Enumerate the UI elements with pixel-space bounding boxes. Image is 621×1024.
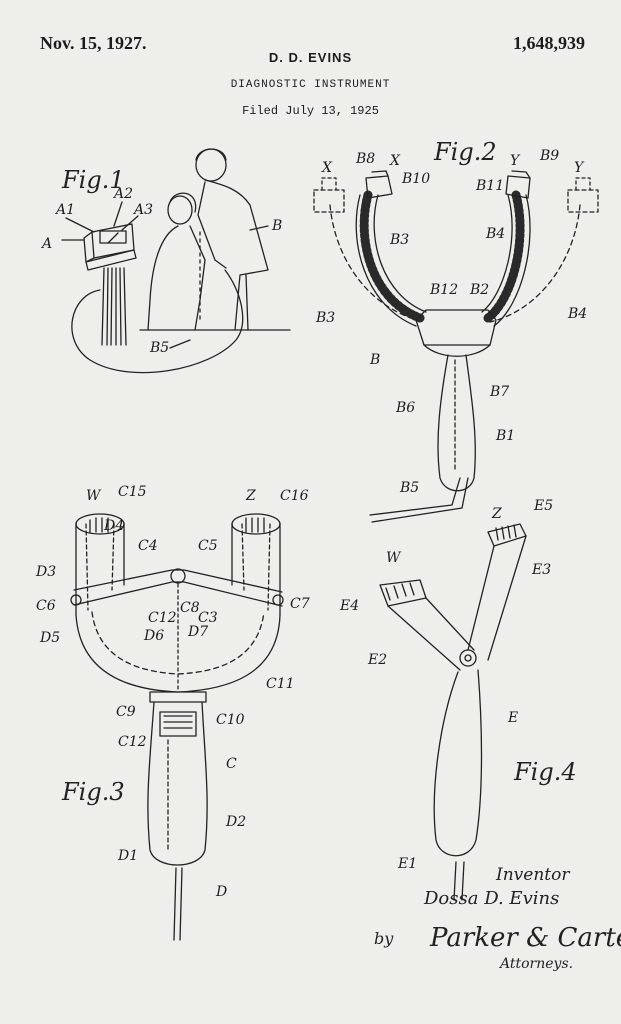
inventor-signature: Dossa D. Evins: [423, 888, 559, 909]
label-B7: B7: [489, 384, 509, 400]
label-B8: B8: [355, 151, 375, 167]
label-D5: D5: [39, 630, 60, 646]
inventor-name: D. D. EVINS: [268, 50, 353, 65]
label-B2: B2: [469, 282, 489, 298]
label-B3-dashed: B3: [315, 310, 335, 326]
label-E2: E2: [367, 652, 387, 668]
attorneys-label: Attorneys.: [498, 956, 573, 972]
label-C6: C6: [36, 598, 56, 614]
label-C11: C11: [266, 676, 295, 692]
label-E3: E3: [531, 562, 551, 578]
figure-4-label: Fig.4: [513, 758, 577, 786]
label-C4: C4: [138, 538, 158, 554]
label-D3: D3: [35, 564, 56, 580]
label-B-fig2: B: [369, 352, 380, 368]
label-B4-coil: B4: [485, 226, 505, 242]
by-label: by: [374, 929, 394, 948]
label-C5: C5: [198, 538, 218, 554]
label-C7: C7: [290, 596, 310, 612]
figure-1-label: Fig.1: [61, 166, 125, 194]
label-B6: B6: [395, 400, 415, 416]
label-Z-fig3: Z: [245, 488, 256, 504]
label-C12-bottom: C12: [118, 734, 147, 750]
label-E4: E4: [339, 598, 359, 614]
label-D1: D1: [117, 848, 138, 864]
label-B: B: [271, 218, 282, 234]
label-W-fig3: W: [86, 488, 102, 504]
patent-number: 1,648,939: [513, 33, 585, 53]
figure-2-drawing: B8 X B10 Y B9 X Y B11 B3 B4 B12 B2 B3 B4…: [313, 138, 599, 523]
label-A2: A2: [112, 186, 133, 202]
label-B10: B10: [401, 171, 430, 187]
figure-2-label: Fig.2: [433, 138, 497, 166]
label-D6: D6: [143, 628, 164, 644]
label-B5: B5: [149, 340, 169, 356]
label-E: E: [507, 710, 518, 726]
label-C9: C9: [116, 704, 136, 720]
label-D4: D4: [103, 518, 124, 534]
label-B4-dashed: B4: [567, 306, 587, 322]
label-C8: C8: [180, 600, 200, 616]
label-B9: B9: [539, 148, 559, 164]
label-W-fig4: W: [386, 550, 402, 566]
label-D2: D2: [225, 814, 246, 830]
label-B5-fig2: B5: [399, 480, 419, 496]
label-Y-near: Y: [510, 153, 521, 169]
label-A: A: [40, 236, 52, 252]
figure-3-label: Fig.3: [61, 778, 125, 806]
label-X-far: X: [321, 160, 333, 176]
inventor-label: Inventor: [495, 865, 570, 885]
label-E1: E1: [397, 856, 417, 872]
figure-3-drawing: W C15 Z C16 D4 C4 C5 D3 C6 C7 C12 C8 C3 …: [35, 484, 310, 941]
label-B12: B12: [429, 282, 458, 298]
label-B3-coil: B3: [389, 232, 409, 248]
label-D7: D7: [187, 624, 208, 640]
label-D: D: [215, 884, 227, 900]
label-E5: E5: [533, 498, 553, 514]
label-B1: B1: [495, 428, 515, 444]
patent-title: DIAGNOSTIC INSTRUMENT: [230, 79, 391, 91]
patent-date: Nov. 15, 1927.: [40, 33, 147, 53]
label-C12-top: C12: [148, 610, 177, 626]
attorney-signature: Parker & Carter: [429, 923, 621, 953]
label-C16: C16: [280, 488, 309, 504]
signature-block: Inventor Dossa D. Evins by Parker & Cart…: [374, 865, 621, 972]
figure-1-drawing: A1 A2 A3 A B B5 Fig.1: [40, 148, 291, 374]
label-C: C: [226, 756, 237, 772]
label-Z-fig4: Z: [491, 506, 502, 522]
label-B11: B11: [475, 178, 504, 194]
filed-date: Filed July 13, 1925: [242, 104, 379, 118]
label-Y-far: Y: [574, 160, 585, 176]
label-A3: A3: [132, 202, 153, 218]
label-X-near: X: [389, 153, 401, 169]
label-C15: C15: [118, 484, 147, 500]
label-C10: C10: [216, 712, 245, 728]
label-A1: A1: [54, 202, 75, 218]
figure-4-drawing: Z E5 E3 W E4 E2 E E1 Fig.4: [339, 498, 577, 901]
label-C3: C3: [198, 610, 218, 626]
